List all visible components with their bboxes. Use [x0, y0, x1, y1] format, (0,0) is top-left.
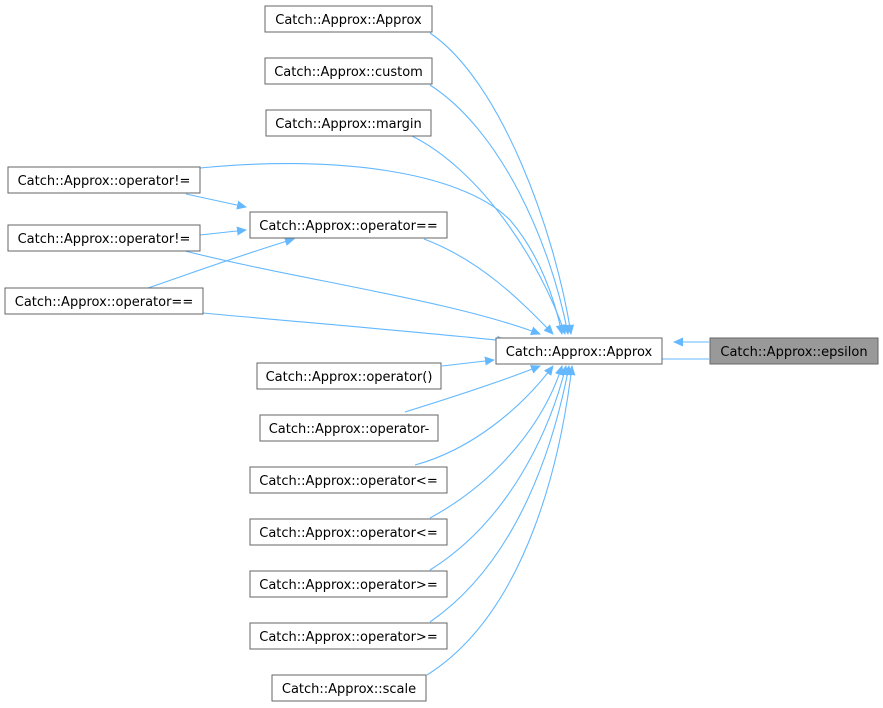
- edge-op-eq-mid-to-approx: [423, 238, 554, 335]
- node-op-minus[interactable]: Catch::Approx::operator-: [259, 414, 439, 442]
- node-scale[interactable]: Catch::Approx::scale: [271, 674, 427, 702]
- edge-op-neq-1-to-approx: [199, 163, 565, 335]
- node-approx-main[interactable]: Catch::Approx::Approx: [495, 337, 663, 365]
- edge-scale: [426, 365, 576, 676]
- node-label: Catch::Approx::operator!=: [18, 232, 191, 247]
- node-label: Catch::Approx::custom: [274, 65, 423, 80]
- edge-op-neq-2-to-approx: [184, 250, 541, 336]
- node-label: Catch::Approx::operator==: [15, 295, 193, 310]
- edge-op-ge-1: [429, 365, 569, 571]
- node-label: Catch::Approx::operator==: [259, 219, 437, 234]
- edge-op-le-1: [414, 365, 554, 466]
- node-op-le-2[interactable]: Catch::Approx::operator<=: [249, 518, 448, 546]
- node-approx-ctor[interactable]: Catch::Approx::Approx: [264, 5, 433, 33]
- edge-op-neq-1-to-op-eq: [185, 193, 247, 210]
- node-label: Catch::Approx::operator>=: [259, 630, 437, 645]
- edge-approx-ctor: [429, 32, 575, 335]
- node-custom[interactable]: Catch::Approx::custom: [264, 57, 433, 85]
- node-label: Catch::Approx::operator!=: [18, 174, 191, 189]
- node-label: Catch::Approx::operator<=: [259, 526, 437, 541]
- edges: [147, 32, 709, 676]
- edge-op-ge-2: [429, 365, 572, 623]
- node-label: Catch::Approx::operator-: [269, 422, 430, 437]
- node-label: Catch::Approx::margin: [275, 117, 422, 132]
- node-label: Catch::Approx::Approx: [506, 345, 653, 360]
- node-label: Catch::Approx::epsilon: [720, 345, 867, 360]
- edge-op-le-2: [429, 365, 564, 519]
- node-label: Catch::Approx::operator>=: [259, 578, 437, 593]
- node-op-neq-2[interactable]: Catch::Approx::operator!=: [7, 224, 201, 252]
- node-op-call[interactable]: Catch::Approx::operator(): [256, 362, 442, 390]
- edge-op-call: [441, 356, 495, 367]
- edge-margin: [411, 135, 567, 335]
- node-op-ge-2[interactable]: Catch::Approx::operator>=: [249, 622, 448, 650]
- node-epsilon[interactable]: Catch::Approx::epsilon: [709, 337, 879, 365]
- node-op-le-1[interactable]: Catch::Approx::operator<=: [249, 466, 448, 494]
- node-label: Catch::Approx::Approx: [275, 13, 422, 28]
- edge-custom: [429, 84, 571, 335]
- edge-op-eq-left-to-op-eq: [147, 237, 295, 289]
- node-op-ge-1[interactable]: Catch::Approx::operator>=: [249, 570, 448, 598]
- node-op-neq-1[interactable]: Catch::Approx::operator!=: [7, 166, 201, 194]
- node-label: Catch::Approx::scale: [282, 682, 416, 697]
- edge-op-minus: [404, 365, 541, 413]
- node-label: Catch::Approx::operator<=: [259, 474, 437, 489]
- edge-op-eq-left-to-approx: [202, 312, 507, 345]
- edge-op-neq-2-to-op-eq: [199, 226, 247, 236]
- node-op-eq-left[interactable]: Catch::Approx::operator==: [4, 287, 204, 315]
- node-label: Catch::Approx::operator(): [266, 370, 433, 385]
- node-op-eq-mid[interactable]: Catch::Approx::operator==: [249, 211, 448, 239]
- node-margin[interactable]: Catch::Approx::margin: [265, 109, 432, 137]
- nodes: Catch::Approx::epsilon Catch::Approx::Ap…: [4, 5, 879, 702]
